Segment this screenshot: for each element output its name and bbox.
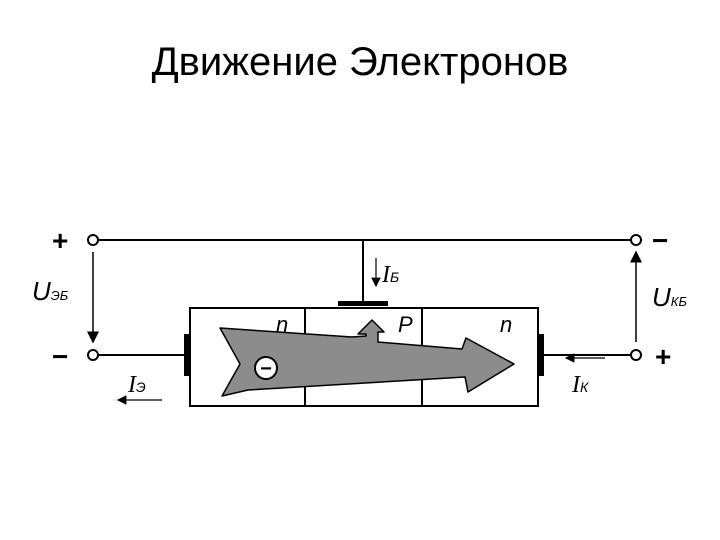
i-e-main: I — [127, 372, 137, 398]
i-b-label: IБ — [381, 262, 399, 288]
electron-flow-arrow — [219, 319, 515, 397]
terminal-bottom-right[interactable] — [630, 349, 642, 361]
page-title: Движение Электронов — [151, 40, 569, 84]
sign-bottom-left: − — [52, 341, 68, 372]
i-e-label: IЭ — [127, 372, 146, 398]
sign-bottom-right: + — [655, 341, 671, 372]
terminal-top-left[interactable] — [87, 234, 99, 246]
i-k-label: IК — [571, 372, 589, 398]
terminal-bottom-left[interactable] — [87, 349, 99, 361]
i-k-main: I — [571, 372, 581, 398]
u-kb-sub: КБ — [671, 294, 688, 309]
region-collector-label: n — [500, 312, 512, 337]
u-kb-label: UКБ — [652, 282, 687, 312]
u-kb-main: U — [652, 282, 671, 312]
i-b-main: I — [381, 262, 391, 288]
collector-contact — [537, 334, 544, 376]
u-eb-main: U — [32, 276, 51, 306]
i-k-sub: К — [580, 379, 589, 395]
i-b-sub: Б — [390, 269, 399, 285]
electron-circle — [254, 356, 278, 380]
i-e-sub: Э — [136, 379, 146, 395]
u-eb-sub: ЭБ — [51, 288, 69, 303]
u-eb-label: UЭБ — [32, 276, 69, 306]
region-emitter-label: n — [276, 312, 288, 337]
electron-symbol: − — [260, 358, 272, 380]
region-base-label: P — [398, 312, 413, 337]
terminal-top-right[interactable] — [630, 234, 642, 246]
sign-top-left: + — [52, 225, 68, 256]
emitter-contact — [184, 334, 191, 376]
base-contact — [338, 301, 388, 306]
sign-top-right: − — [652, 225, 668, 256]
